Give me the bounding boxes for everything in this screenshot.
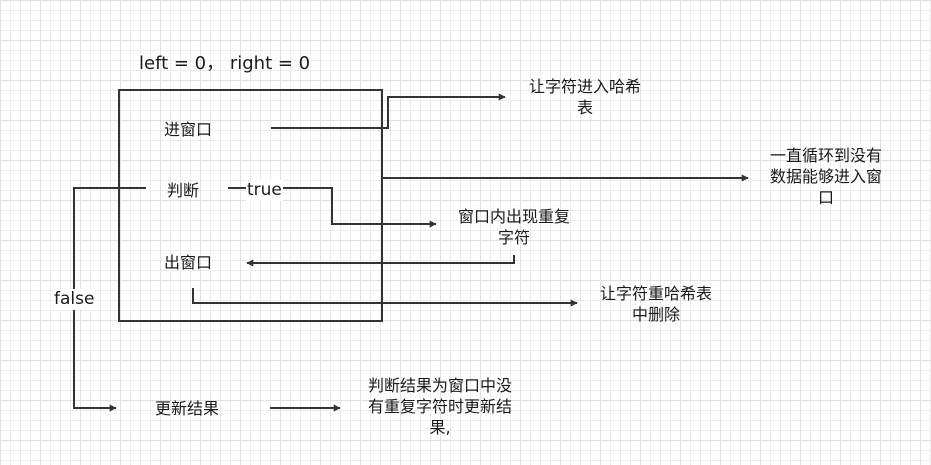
note-loop: 一直循环到没有 数据能够进入窗 口 bbox=[769, 146, 882, 207]
note-update: 判断结果为窗口中没 有重复字符时更新结 果, bbox=[367, 376, 512, 437]
edge-exit-to-remove bbox=[192, 288, 578, 307]
note-remove: 让字符重哈希表 中删除 bbox=[599, 284, 712, 324]
false-label: false bbox=[53, 289, 96, 310]
note-enter-hash: 让字符进入哈希 表 bbox=[528, 77, 641, 117]
update-result-label: 更新结果 bbox=[155, 399, 220, 418]
true-label: true bbox=[246, 180, 283, 201]
window-box bbox=[118, 89, 383, 322]
pointer-init-label: left = 0， right = 0 bbox=[139, 53, 311, 74]
edge-duplicate-to-exit bbox=[246, 255, 515, 267]
note-duplicate: 窗口内出现重复 字符 bbox=[457, 207, 570, 247]
exit-window-label: 出窗口 bbox=[164, 253, 213, 272]
enter-window-label: 进窗口 bbox=[164, 120, 213, 139]
edge-enter-to-hash bbox=[271, 93, 506, 129]
judge-label: 判断 bbox=[167, 181, 200, 200]
